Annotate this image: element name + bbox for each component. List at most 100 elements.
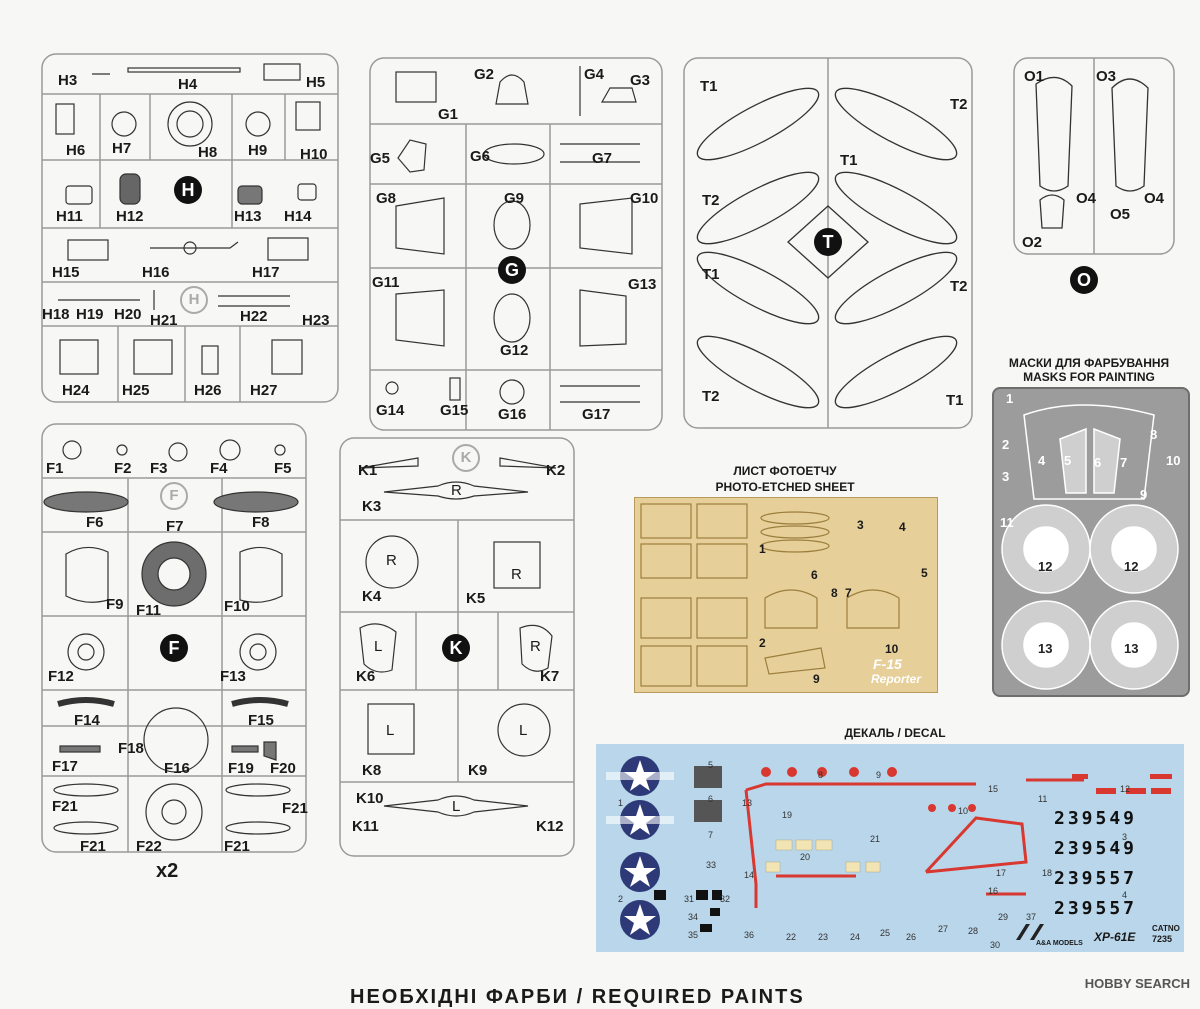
- part-label: K2: [546, 462, 566, 479]
- decal-number: 9: [876, 770, 882, 780]
- part-label: O1: [1024, 68, 1045, 85]
- quantity-multiplier: x2: [156, 860, 179, 882]
- part-label: H16: [142, 264, 170, 281]
- part-label: G13: [628, 276, 657, 293]
- star-insignia-group: [606, 756, 674, 940]
- part-label: O4: [1076, 190, 1097, 207]
- part-label: K6: [356, 668, 376, 685]
- sprue-letter-g: G: [498, 256, 526, 284]
- sprue-letter-k: K: [442, 634, 470, 662]
- part-label: H20: [114, 306, 142, 323]
- mask-number: 5: [1064, 453, 1072, 468]
- sprue-frame-k: [339, 437, 575, 857]
- mask-number: 12: [1038, 559, 1053, 574]
- part-label: F20: [270, 760, 296, 777]
- part-label: F9: [106, 596, 124, 613]
- decal-number: 5: [708, 760, 714, 770]
- part-mark: L: [374, 638, 383, 655]
- decal-number: 11: [1038, 794, 1048, 804]
- part-label: K8: [362, 762, 382, 779]
- decal-number: 29: [998, 912, 1009, 922]
- decal-number: 12: [1120, 784, 1131, 794]
- part-label: F22: [136, 838, 162, 855]
- part-label: F6: [86, 514, 104, 531]
- mask-number: 11: [1000, 515, 1014, 530]
- decal-number: 10: [958, 806, 969, 816]
- decal-number: 14: [744, 870, 755, 880]
- photo-etch-title-ua: ЛИСТ ФОТОЕТЧУ: [733, 464, 837, 478]
- decal-serial: 239557: [1054, 868, 1138, 889]
- part-label: F21: [282, 800, 308, 817]
- part-label: T1: [946, 392, 964, 409]
- sprue-letter-h: H: [174, 176, 202, 204]
- part-label: H21: [150, 312, 178, 329]
- part-label: F19: [228, 760, 254, 777]
- part-label: H18: [42, 306, 70, 323]
- part-label: H4: [178, 76, 198, 93]
- part-label: F21: [52, 798, 78, 815]
- part-label: H8: [198, 144, 218, 161]
- pe-number: 1: [759, 542, 766, 556]
- part-label: H27: [250, 382, 278, 399]
- part-label: T1: [700, 78, 718, 95]
- part-label: H26: [194, 382, 222, 399]
- decal-number: 30: [990, 940, 1001, 950]
- part-label: K3: [362, 498, 382, 515]
- part-label: F15: [248, 712, 274, 729]
- part-label: F1: [46, 460, 64, 477]
- pe-number: 10: [885, 642, 899, 656]
- part-label: G10: [630, 190, 659, 207]
- part-label: H7: [112, 140, 132, 157]
- part-mark: L: [452, 798, 461, 815]
- decal-number: 25: [880, 928, 891, 938]
- hobby-search-watermark: HOBBY SEARCH: [1084, 976, 1190, 991]
- part-label: F11: [136, 602, 162, 619]
- part-label: G4: [584, 66, 605, 83]
- part-label: G7: [592, 150, 613, 167]
- sprue-ghost-letter-k: K: [452, 444, 480, 472]
- part-label: F5: [274, 460, 292, 477]
- part-label: H25: [122, 382, 150, 399]
- pe-brand-sub: Reporter: [871, 672, 922, 686]
- decal-serial: 239549: [1054, 838, 1138, 859]
- masks-title-ua: МАСКИ ДЛЯ ФАРБУВАННЯ: [1008, 356, 1170, 370]
- decal-number: 15: [988, 784, 999, 794]
- decal-number: 17: [996, 868, 1007, 878]
- decal-number: 27: [938, 924, 949, 934]
- decal-number: 16: [988, 886, 999, 896]
- part-label: G16: [498, 406, 527, 423]
- pe-number: 8: [831, 586, 838, 600]
- painting-masks-sheet: 1 2 3 4 5 6 7 8 9 10 11 12 12 13 13: [992, 387, 1190, 697]
- photo-etch-sheet: 1 2 3 4 5 6 7 8 9 10 F-15 Reporter: [634, 497, 938, 693]
- part-label: F8: [252, 514, 270, 531]
- part-label: O5: [1110, 206, 1131, 223]
- decal-number: 31: [684, 894, 695, 904]
- part-label: F17: [52, 758, 78, 775]
- part-label: T2: [702, 388, 720, 405]
- part-label: H19: [76, 306, 104, 323]
- part-label: K10: [356, 790, 384, 807]
- part-label: F4: [210, 460, 228, 477]
- pe-number: 6: [811, 568, 818, 582]
- part-mark: R: [451, 482, 462, 499]
- decal-number: 24: [850, 932, 861, 942]
- decal-number: 26: [906, 932, 917, 942]
- decal-number: 35: [688, 930, 699, 940]
- decal-serial: 239557: [1054, 898, 1138, 919]
- part-label: H13: [234, 208, 262, 225]
- part-label: G1: [438, 106, 459, 123]
- part-label: K4: [362, 588, 382, 605]
- part-label: F12: [48, 668, 74, 685]
- pe-number: 3: [857, 518, 864, 532]
- required-paints-heading: НЕОБХІДНІ ФАРБИ / REQUIRED PAINTS: [350, 986, 805, 1008]
- pe-number: 5: [921, 566, 928, 580]
- decal-number: 8: [818, 770, 824, 780]
- decal-number: 36: [744, 930, 755, 940]
- mask-number: 10: [1166, 453, 1181, 468]
- part-label: O3: [1096, 68, 1117, 85]
- mask-number: 2: [1002, 437, 1010, 452]
- sprue-letter-f: F: [160, 634, 188, 662]
- part-label: H11: [56, 208, 83, 225]
